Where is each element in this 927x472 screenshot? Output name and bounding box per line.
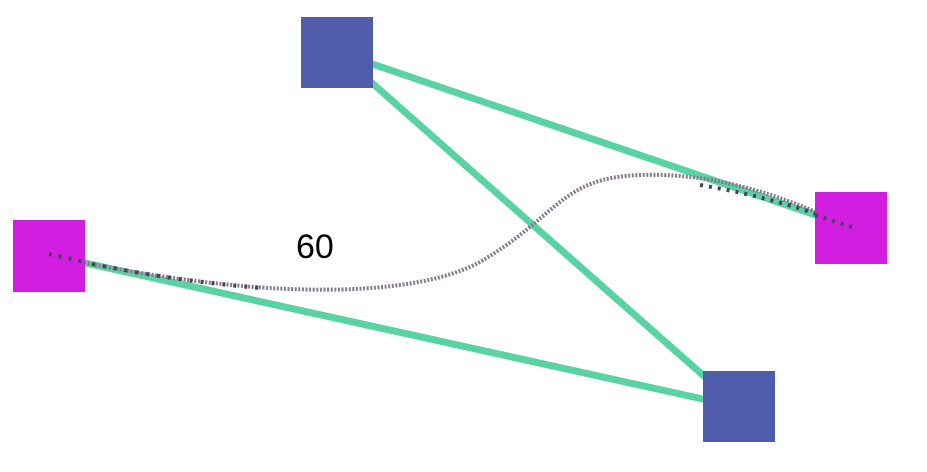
edge-curve-magenta-left-to-magenta-right	[48, 172, 852, 292]
edge-magenta-left-to-blue-bottom	[48, 251, 740, 411]
edge-blue-top-to-blue-bottom	[334, 49, 742, 410]
edge-label: 60	[296, 228, 334, 266]
edge-blue-top-to-magenta-right	[335, 48, 853, 231]
node-blue-top[interactable]	[301, 17, 373, 88]
node-blue-bottom[interactable]	[703, 371, 775, 442]
edge-dotted-tail-right	[814, 213, 853, 229]
edge-curve-dotted-overlay-right	[699, 183, 852, 229]
edge-curve-dotted-overlay-left	[48, 253, 261, 290]
edge-dotted-tail-left	[48, 252, 86, 264]
